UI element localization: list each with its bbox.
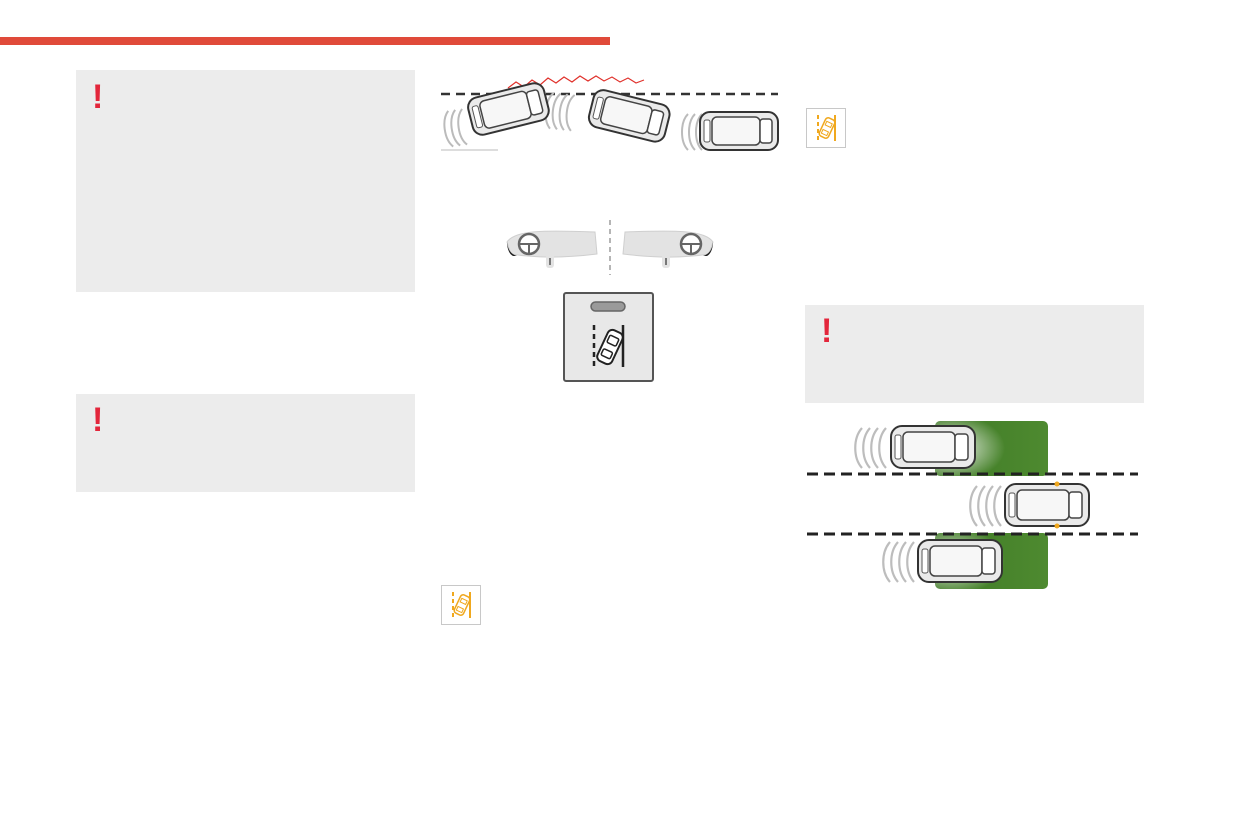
warning-box-1: ! [76,70,415,292]
exclamation-warning-icon: ! [92,401,104,439]
blind-spot-monitoring-illustration [805,418,1140,593]
exclamation-warning-icon: ! [92,78,104,116]
exclamation-warning-icon: ! [821,312,833,350]
lane-keeping-button-illustration [563,292,654,382]
warning-box-2: ! [76,394,415,492]
warning-box-3: ! [805,305,1144,403]
lane-departure-warning-lamp-icon [806,108,846,148]
lane-departure-correction-illustration [438,70,783,165]
steering-wheel-vibration-illustration [505,220,715,275]
lane-departure-warning-lamp-icon [441,585,481,625]
header-accent-bar [0,37,610,45]
